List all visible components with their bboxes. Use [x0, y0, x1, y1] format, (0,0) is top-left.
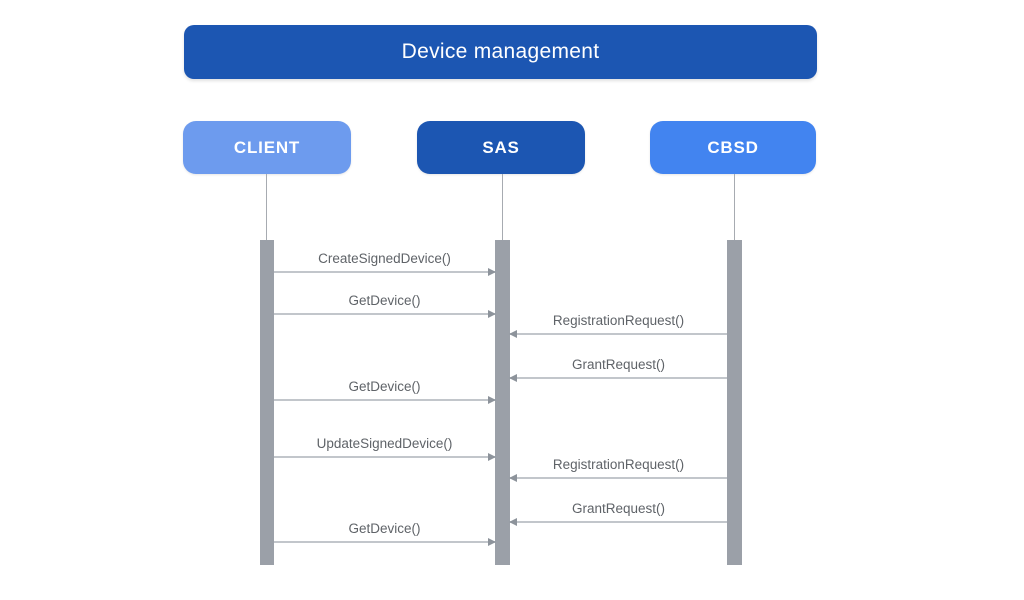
- arrowhead-icon: [509, 330, 517, 338]
- activation-bar-sas: [495, 240, 510, 565]
- message-label: GetDevice(): [348, 379, 421, 394]
- message-line: [510, 377, 727, 379]
- message-7: RegistrationRequest(): [509, 453, 727, 482]
- activation-bar-cbsd: [727, 240, 742, 565]
- actor-label-cbsd: CBSD: [707, 137, 759, 157]
- message-line: [274, 399, 495, 401]
- arrowhead-icon: [509, 474, 517, 482]
- lifeline-cbsd: [734, 174, 735, 240]
- message-1: CreateSignedDevice(): [274, 247, 496, 276]
- message-9: GetDevice(): [274, 517, 496, 546]
- arrowhead-icon: [488, 453, 496, 461]
- message-line: [274, 271, 495, 273]
- message-label: RegistrationRequest(): [552, 313, 685, 328]
- message-line: [510, 333, 727, 335]
- actor-label-client: CLIENT: [233, 137, 301, 157]
- actor-box-client: CLIENT: [183, 121, 351, 174]
- activation-bar-client: [260, 240, 274, 565]
- message-2: GetDevice(): [274, 289, 496, 318]
- message-4: GrantRequest(): [509, 353, 727, 382]
- actor-box-sas: SAS: [417, 121, 585, 174]
- message-label: GrantRequest(): [571, 357, 666, 372]
- message-line: [274, 313, 495, 315]
- message-5: GetDevice(): [274, 375, 496, 404]
- arrowhead-icon: [509, 518, 517, 526]
- lifeline-sas: [502, 174, 503, 240]
- message-label: GetDevice(): [348, 293, 421, 308]
- message-label: UpdateSignedDevice(): [316, 436, 453, 451]
- arrowhead-icon: [488, 396, 496, 404]
- message-6: UpdateSignedDevice(): [274, 432, 496, 461]
- message-label: GrantRequest(): [571, 501, 666, 516]
- message-line: [274, 541, 495, 543]
- arrowhead-icon: [488, 268, 496, 276]
- message-line: [510, 477, 727, 479]
- message-3: RegistrationRequest(): [509, 309, 727, 338]
- message-line: [274, 456, 495, 458]
- arrowhead-icon: [509, 374, 517, 382]
- arrowhead-icon: [488, 310, 496, 318]
- arrowhead-icon: [488, 538, 496, 546]
- message-line: [510, 521, 727, 523]
- actor-box-cbsd: CBSD: [650, 121, 816, 174]
- message-label: GetDevice(): [348, 521, 421, 536]
- lifeline-client: [266, 174, 267, 240]
- message-8: GrantRequest(): [509, 497, 727, 526]
- diagram-title: Device management: [184, 25, 817, 79]
- actor-label-sas: SAS: [482, 137, 520, 157]
- message-label: CreateSignedDevice(): [318, 251, 451, 266]
- message-label: RegistrationRequest(): [552, 457, 685, 472]
